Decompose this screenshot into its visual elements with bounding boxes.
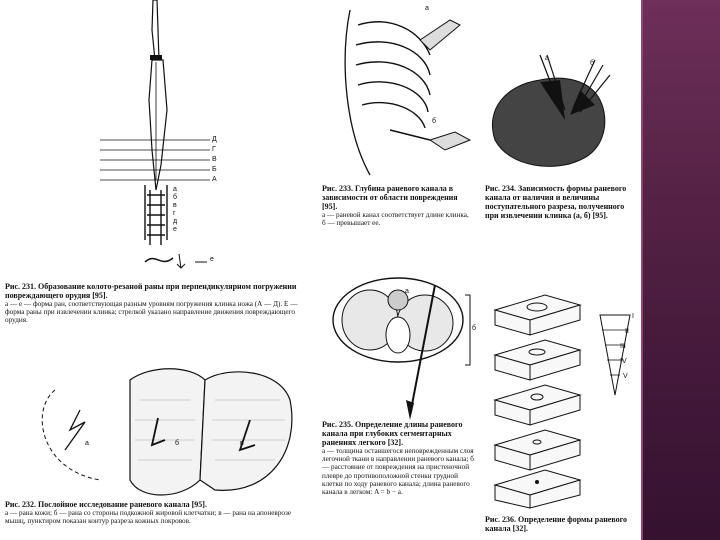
fig235-chest-section-illustration — [330, 275, 480, 425]
fig235-caption: Рис. 235. Определение длины раневого кан… — [322, 420, 474, 496]
fig236-level-I: I — [632, 313, 634, 320]
fig233-legend: а — раневой канал соответствует длине кл… — [322, 211, 472, 227]
fig232-label-a: а — [85, 440, 89, 447]
fig231-wound-letter-v: в — [173, 202, 177, 209]
fig231-wound-letter-a: а — [173, 186, 177, 193]
sidebar-divider — [641, 0, 643, 540]
fig236-level-II: II — [625, 328, 629, 335]
fig234-organ-illustration — [485, 50, 635, 175]
fig235-label-a: а — [405, 288, 409, 295]
fig232-caption: Рис. 232. Послойное исследование раневог… — [5, 500, 305, 525]
fig231-level-label-a: А — [212, 176, 217, 183]
fig232-legend: а — рана кожи; б — рана со стороны подко… — [5, 509, 305, 525]
fig235-title: Рис. 235. Определение длины раневого кан… — [322, 420, 474, 447]
fig233-title: Рис. 233. Глубина раневого канала в зави… — [322, 184, 472, 211]
fig231-legend: а — е — форма ран, соответствующая разны… — [5, 300, 305, 325]
fig233-label-b: б — [432, 118, 436, 125]
fig231-wound-letter-b: б — [173, 194, 177, 201]
fig234-caption: Рис. 234. Зависимость формы раневого кан… — [485, 184, 635, 220]
fig236-layer-blocks-illustration — [485, 290, 635, 510]
fig231-extra-letter: е — [210, 256, 214, 263]
fig236-level-IV: IV — [620, 358, 627, 365]
fig236-level-V: V — [623, 373, 628, 380]
fig234-title: Рис. 234. Зависимость формы раневого кан… — [485, 184, 635, 220]
fig234-label-b: б — [590, 60, 594, 67]
fig232-label-v: в — [240, 440, 244, 447]
fig236-title: Рис. 236. Определение формы раневого кан… — [485, 515, 635, 533]
fig231-title: Рис. 231. Образование колото-резаной ран… — [5, 282, 305, 300]
fig231-wound-letter-g: г — [173, 210, 176, 217]
fig235-label-b: б — [472, 325, 476, 332]
fig232-title: Рис. 232. Послойное исследование раневог… — [5, 500, 305, 509]
fig234-label-a: а — [545, 55, 549, 62]
fig231-level-label-v: В — [212, 156, 217, 163]
fig232-wound-layers-illustration — [40, 360, 300, 500]
fig233-torso-illustration — [330, 0, 480, 180]
fig231-level-label-b: Б — [212, 166, 217, 173]
fig233-caption: Рис. 233. Глубина раневого канала в зави… — [322, 184, 472, 227]
fig231-level-label-g: Г — [212, 146, 216, 153]
fig232-label-b: б — [175, 440, 179, 447]
fig236-caption: Рис. 236. Определение формы раневого кан… — [485, 515, 635, 533]
fig233-label-a: а — [425, 5, 429, 12]
fig231-caption: Рис. 231. Образование колото-резаной ран… — [5, 282, 305, 325]
fig231-level-label-d: Д — [212, 136, 217, 143]
decorative-sidebar — [641, 0, 720, 540]
fig235-legend: а — толщина оставшегося неповрежденным с… — [322, 447, 474, 496]
fig236-level-III: III — [620, 343, 626, 350]
fig231-wound-letter-d: д — [173, 218, 177, 225]
fig231-wound-letter-e: е — [173, 226, 177, 233]
